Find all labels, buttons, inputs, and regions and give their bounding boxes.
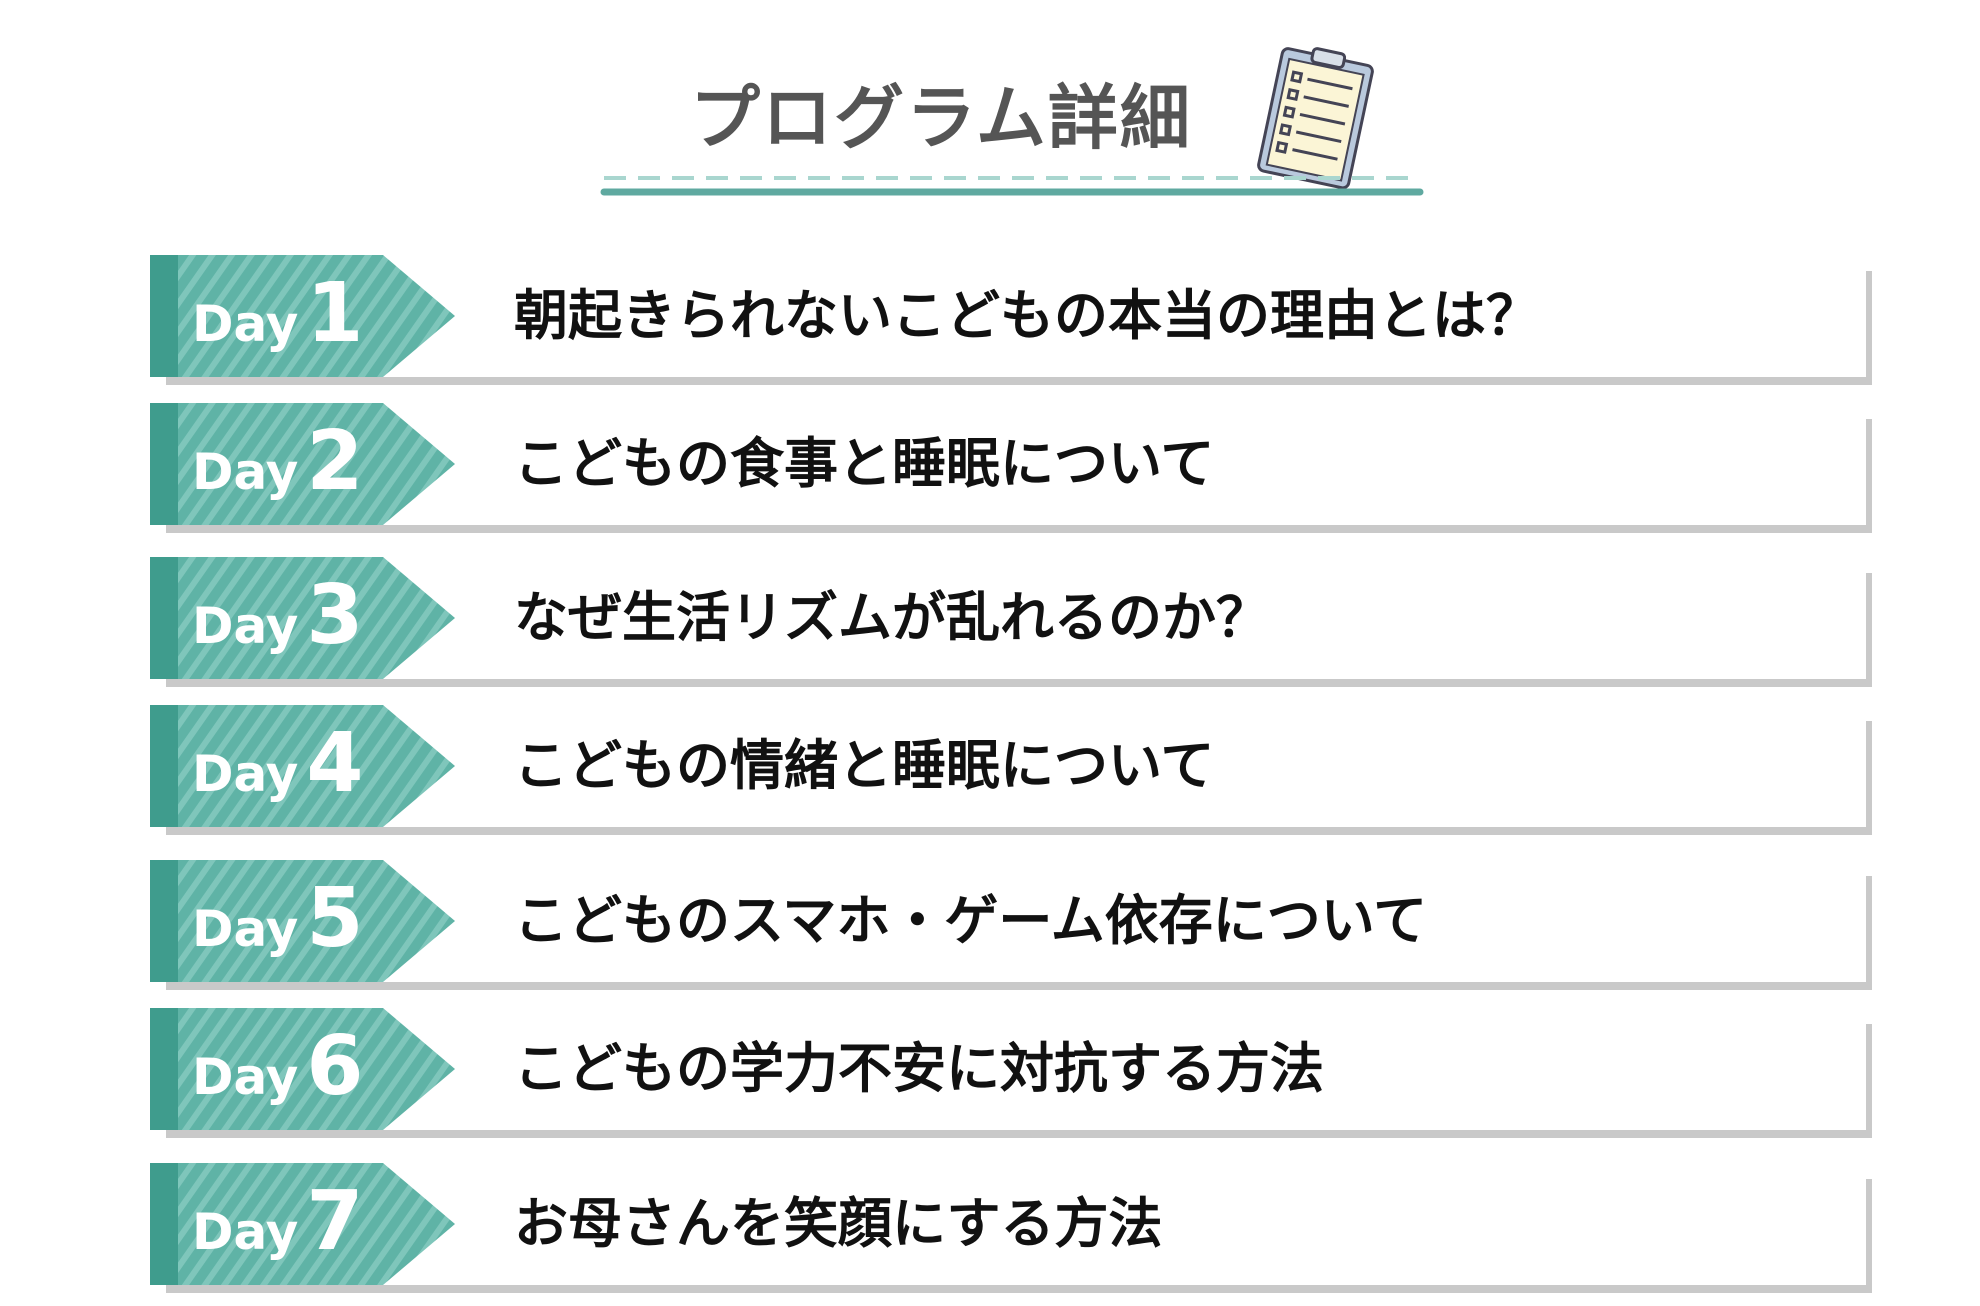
day-badge: Day1 (150, 255, 455, 377)
program-day-row: Day2 こどもの食事と睡眠について (150, 403, 1866, 525)
program-day-row: Day4 こどもの情緒と睡眠について (150, 705, 1866, 827)
day-number: 5 (306, 871, 364, 966)
day-label: Day (192, 443, 299, 501)
day-label: Day (192, 1048, 299, 1106)
day-title: こどものスマホ・ゲーム依存について (514, 889, 1428, 952)
day-number: 3 (306, 568, 364, 663)
program-day-row: Day1 朝起きられないこどもの本当の理由とは？ (150, 255, 1866, 377)
program-day-row: Day3 なぜ生活リズムが乱れるのか？ (150, 557, 1866, 679)
clipboard-icon (1257, 47, 1374, 189)
day-title: 朝起きられないこどもの本当の理由とは？ (514, 284, 1540, 347)
day-badge: Day3 (150, 557, 455, 679)
day-badge: Day4 (150, 705, 455, 827)
title-underline (600, 176, 1424, 196)
day-badge: Day7 (150, 1163, 455, 1285)
program-day-row: Day5 こどものスマホ・ゲーム依存について (150, 860, 1866, 982)
day-number: 4 (306, 716, 364, 811)
day-badge: Day6 (150, 1008, 455, 1130)
day-badge: Day2 (150, 403, 455, 525)
day-title: こどもの学力不安に対抗する方法 (514, 1037, 1324, 1100)
day-number: 6 (306, 1019, 364, 1114)
page-title: プログラム詳細 (690, 77, 1192, 159)
day-title: お母さんを笑顔にする方法 (514, 1192, 1163, 1255)
day-number: 1 (306, 266, 364, 361)
day-label: Day (192, 597, 299, 655)
day-label: Day (192, 295, 299, 353)
day-title: こどもの食事と睡眠について (514, 432, 1215, 495)
day-title: なぜ生活リズムが乱れるのか？ (514, 586, 1270, 649)
day-number: 7 (306, 1174, 364, 1269)
program-day-row: Day7 お母さんを笑顔にする方法 (150, 1163, 1866, 1285)
day-title: こどもの情緒と睡眠について (514, 734, 1215, 797)
day-label: Day (192, 745, 299, 803)
day-label: Day (192, 1203, 299, 1261)
day-label: Day (192, 900, 299, 958)
program-day-row: Day6 こどもの学力不安に対抗する方法 (150, 1008, 1866, 1130)
day-badge: Day5 (150, 860, 455, 982)
day-number: 2 (306, 414, 364, 509)
